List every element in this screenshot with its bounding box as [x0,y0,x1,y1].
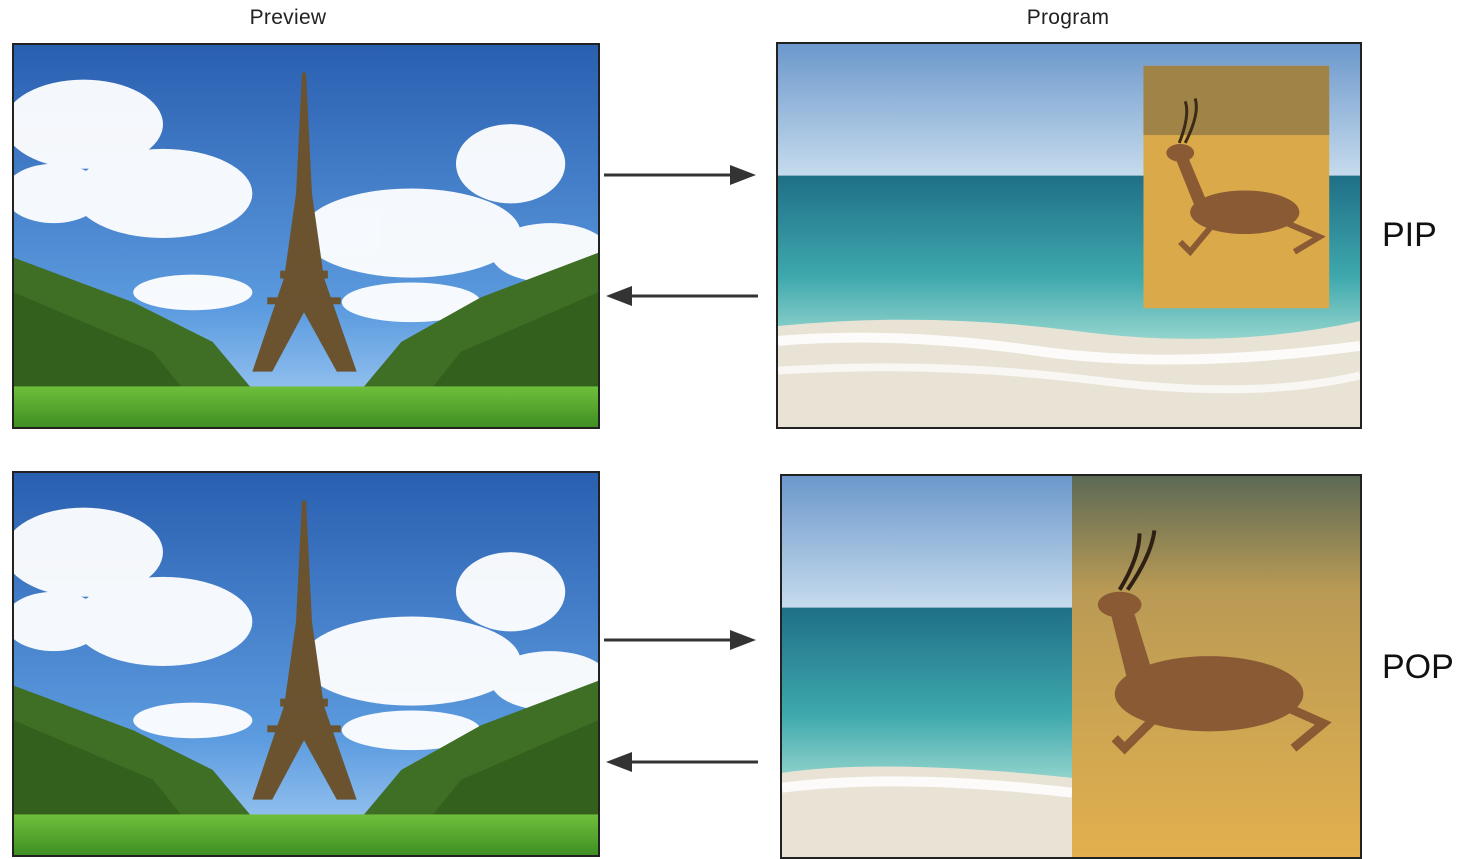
arrow-to-preview-pop [604,751,758,773]
eiffel-tower-image [14,45,598,427]
beach-half [782,476,1073,857]
eiffel-tower-image [14,473,598,855]
gazelle-half-pop [1071,476,1360,857]
mode-label-pop: POP [1382,648,1454,686]
program-header: Program [1026,6,1110,29]
gazelle-overlay-pip [1143,65,1330,309]
preview-frame-pop [12,471,600,857]
beach-image [778,44,1360,427]
program-frame-pop [780,474,1362,859]
preview-frame-pip [12,43,600,429]
arrow-to-preview-pip [604,285,758,307]
arrow-to-program-pop [604,629,758,651]
preview-header: Preview [249,6,327,29]
arrow-to-program-pip [604,164,758,186]
program-frame-pip [776,42,1362,429]
beach-gazelle-split-image [782,476,1360,857]
mode-label-pip: PIP [1382,216,1437,254]
